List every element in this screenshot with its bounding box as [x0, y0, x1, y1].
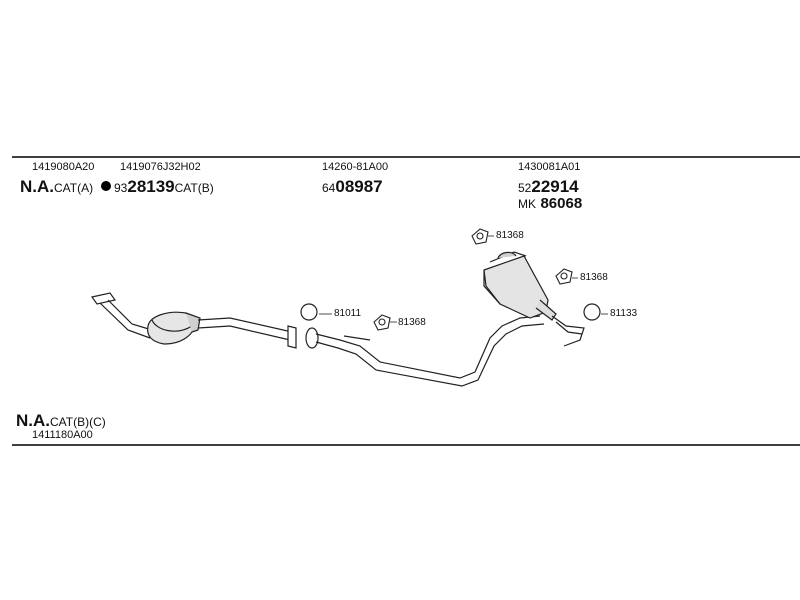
code-prefix: 93 [114, 181, 128, 195]
catalytic-converter [147, 311, 201, 345]
col4-mk-code: MK 86068 [518, 196, 582, 212]
col1-variant: N.A.CAT(A) [20, 178, 93, 196]
mk-prefix: MK [518, 197, 536, 211]
cat-label: CAT(B)(C) [50, 415, 106, 429]
clamp-icon [555, 268, 573, 285]
code-number: 22914 [531, 177, 579, 196]
clamp-icon [471, 228, 489, 245]
part-number-4: 1430081A01 [518, 161, 581, 173]
gasket-label-left: 81011 [334, 308, 362, 319]
footer-variant: N.A.CAT(B)(C) [16, 412, 106, 430]
gasket-ring-icon [583, 303, 601, 321]
rear-muffler [483, 251, 585, 347]
col3-code: 6408987 [322, 178, 383, 196]
code-prefix: 52 [518, 181, 532, 195]
part-number-3: 14260-81A00 [322, 161, 389, 173]
na-label: N.A. [16, 411, 50, 430]
col2-code: 9328139CAT(B) [114, 178, 214, 196]
clamp-label-left: 81368 [398, 317, 426, 328]
clamp-label-top: 81368 [496, 230, 524, 241]
clamp-icon [373, 314, 391, 331]
gasket-ring-icon [300, 303, 318, 321]
intermediate-pipe [305, 315, 545, 387]
footer-part-number: 1411180A00 [32, 429, 93, 441]
clamp-label-right: 81368 [580, 272, 608, 283]
part-number-1: 1419080A20 [32, 161, 95, 173]
filled-dot-icon [101, 181, 111, 191]
part-number-2: 1419076J32H02 [120, 161, 201, 173]
code-prefix: 64 [322, 181, 336, 195]
front-pipe [90, 292, 153, 339]
gasket-label-right: 81133 [610, 308, 638, 319]
middle-pipe [197, 317, 297, 349]
cat-label: CAT(B) [174, 181, 214, 195]
code-number: 08987 [335, 177, 383, 196]
cat-label: CAT(A) [54, 181, 94, 195]
mk-number: 86068 [540, 195, 583, 212]
col4-code: 5222914 [518, 178, 579, 196]
na-label: N.A. [20, 177, 54, 196]
code-number: 28139 [127, 177, 175, 196]
